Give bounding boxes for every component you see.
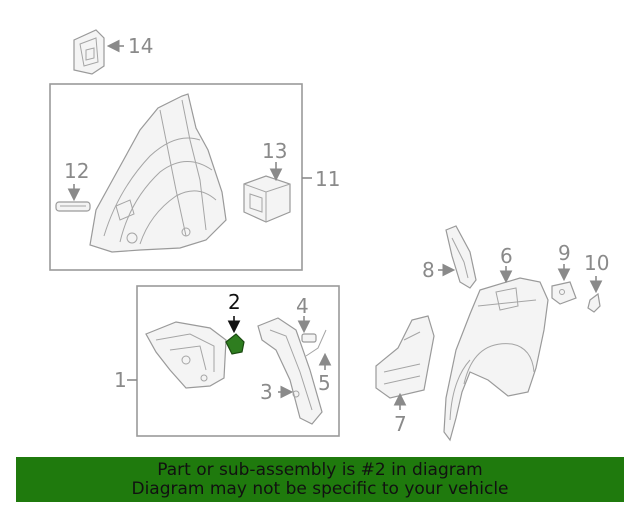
part-4-clip[interactable] <box>301 333 317 343</box>
callout-2[interactable]: 2 <box>228 290 241 314</box>
part-11-wheelhouse-panel[interactable] <box>89 93 227 253</box>
callout-12[interactable]: 12 <box>64 159 89 183</box>
part-10-clip[interactable] <box>587 292 601 313</box>
footer-banner: Part or sub-assembly is #2 in diagram Di… <box>16 457 624 502</box>
callout-10[interactable]: 10 <box>584 251 609 275</box>
callout-11[interactable]: 11 <box>315 167 340 191</box>
callout-3[interactable]: 3 <box>260 380 273 404</box>
callout-5[interactable]: 5 <box>318 371 331 395</box>
callout-14[interactable]: 14 <box>128 34 153 58</box>
footer-line-2: Diagram may not be specific to your vehi… <box>131 478 509 499</box>
part-6-quarter-panel[interactable] <box>443 277 549 442</box>
part-2-highlighted-bracket[interactable] <box>225 333 245 355</box>
callout-8[interactable]: 8 <box>422 258 435 282</box>
callout-4[interactable]: 4 <box>296 294 309 318</box>
part-14-bracket[interactable] <box>73 29 105 75</box>
part-13-box-bracket[interactable] <box>243 175 291 223</box>
part-7-inner-panel[interactable] <box>375 315 435 399</box>
parts-diagram: 14 11 12 13 1 <box>49 29 609 442</box>
part-12-plate[interactable] <box>55 201 91 212</box>
part-2-shape <box>225 333 245 355</box>
part-9-bracket[interactable] <box>551 281 577 305</box>
callout-9[interactable]: 9 <box>558 241 571 265</box>
assembly-box-1 <box>136 285 340 437</box>
callout-6[interactable]: 6 <box>500 244 513 268</box>
footer-line-1: Part or sub-assembly is #2 in diagram <box>157 459 483 480</box>
callout-1[interactable]: 1 <box>114 368 127 392</box>
part-5-rod[interactable] <box>305 329 327 357</box>
part-1-side-panel[interactable] <box>145 321 227 389</box>
part-8-bracket[interactable] <box>445 225 477 289</box>
callout-13[interactable]: 13 <box>262 139 287 163</box>
callout-7[interactable]: 7 <box>394 412 407 436</box>
assembly-box-11 <box>49 83 303 271</box>
